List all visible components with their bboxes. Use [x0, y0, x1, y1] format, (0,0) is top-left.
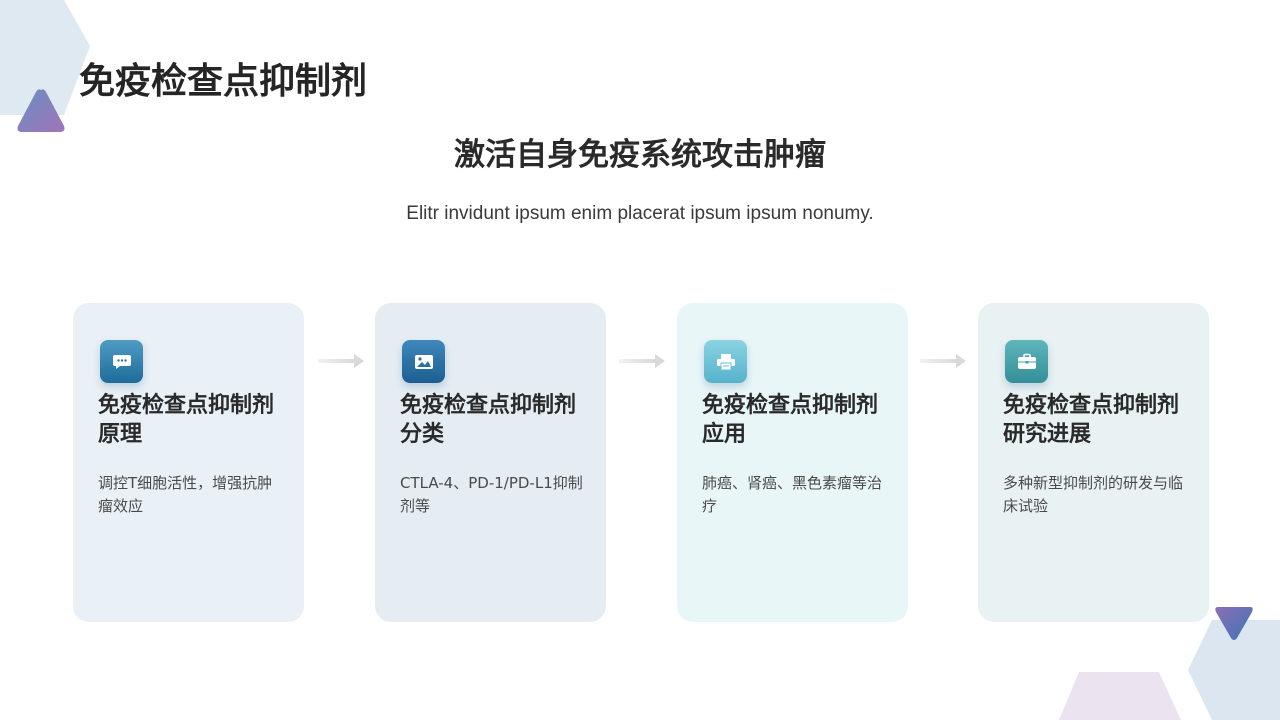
card-text: CTLA-4、PD-1/PD-L1抑制剂等 — [400, 474, 583, 515]
card-title: 免疫检查点抑制剂应用 — [702, 393, 879, 447]
briefcase-icon — [1005, 340, 1048, 383]
card-application: 免疫检查点抑制剂应用 肺癌、肾癌、黑色素瘤等治疗 — [677, 303, 908, 622]
card-title: 免疫检查点抑制剂分类 — [400, 393, 577, 447]
arrow-right-icon — [619, 354, 665, 368]
arrow-right-icon — [920, 354, 966, 368]
top-left-hexagon-decoration — [0, 0, 90, 115]
printer-icon — [704, 340, 747, 383]
chat-bubble-icon — [100, 340, 143, 383]
bottom-right-triangle-decoration — [1215, 607, 1253, 640]
card-research-progress: 免疫检查点抑制剂研究进展 多种新型抑制剂的研发与临床试验 — [978, 303, 1209, 622]
section-description: Elitr invidunt ipsum enim placerat ipsum… — [406, 203, 874, 224]
page-title: 免疫检查点抑制剂 — [79, 61, 368, 102]
image-icon — [402, 340, 445, 383]
card-principle: 免疫检查点抑制剂原理 调控T细胞活性，增强抗肿瘤效应 — [73, 303, 304, 622]
card-text: 调控T细胞活性，增强抗肿瘤效应 — [98, 474, 273, 515]
bottom-center-hexagon-decoration — [1059, 672, 1181, 720]
section-subtitle: 激活自身免疫系统攻击肿瘤 — [454, 137, 826, 173]
bottom-right-hexagon-decoration — [1188, 620, 1280, 720]
card-title: 免疫检查点抑制剂原理 — [98, 393, 275, 447]
card-text: 肺癌、肾癌、黑色素瘤等治疗 — [702, 474, 883, 515]
card-text: 多种新型抑制剂的研发与临床试验 — [1003, 474, 1184, 515]
arrow-right-icon — [318, 354, 364, 368]
card-title: 免疫检查点抑制剂研究进展 — [1003, 393, 1180, 447]
top-left-triangle-decoration — [17, 89, 65, 132]
card-classification: 免疫检查点抑制剂分类 CTLA-4、PD-1/PD-L1抑制剂等 — [375, 303, 606, 622]
